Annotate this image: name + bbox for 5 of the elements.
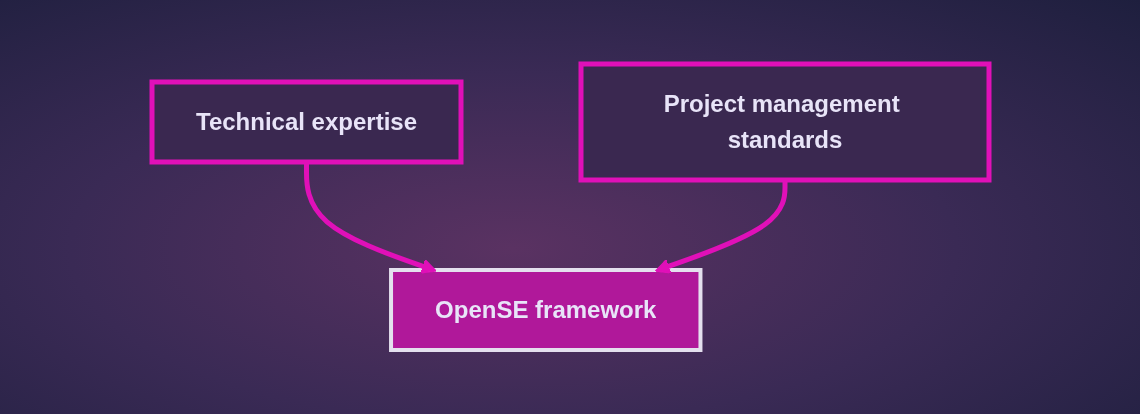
node-box: OpenSE framework (388, 268, 702, 352)
node-box: Project management standards (578, 61, 991, 183)
arrow (303, 162, 437, 274)
node-box: Technical expertise (149, 79, 463, 165)
arrow (654, 180, 787, 274)
